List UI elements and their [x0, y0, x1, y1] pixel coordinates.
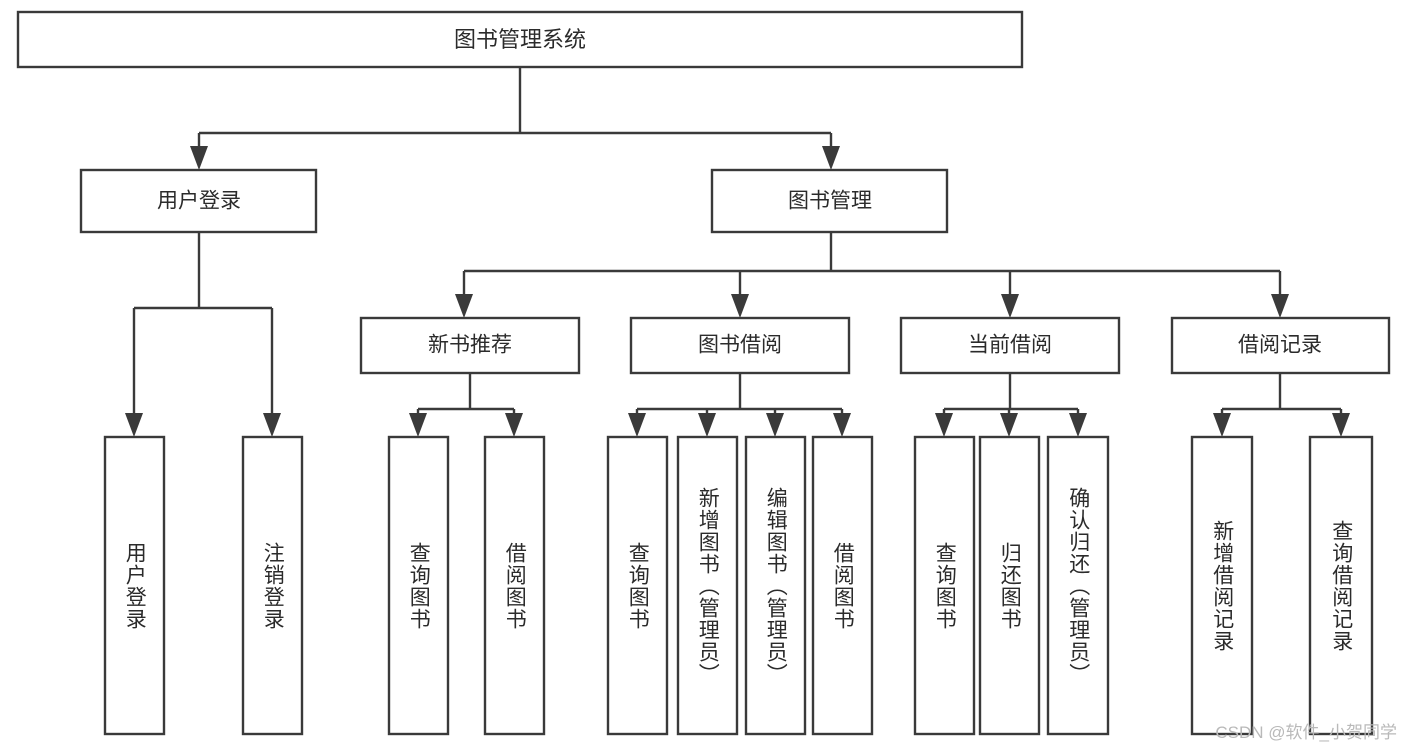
connector-layer — [125, 67, 1350, 437]
leaf-box-add-book-admin[interactable] — [676, 435, 739, 736]
leaf-box-confirm-return-admin[interactable] — [1046, 435, 1110, 736]
leaf-box-layer — [103, 435, 1374, 736]
node-new-book-recommend-label: 新书推荐 — [428, 334, 512, 357]
leaf-box-return-book[interactable] — [978, 435, 1041, 736]
leaf-box-borrow-book[interactable] — [811, 435, 874, 736]
leaf-box-borrow-book-rec[interactable] — [483, 435, 546, 736]
node-borrow-record-box[interactable] — [1170, 316, 1391, 375]
arrow-head-to-user-login — [190, 146, 208, 170]
node-root[interactable]: 图书管理系统 — [16, 10, 1024, 69]
node-new-book-recommend-box[interactable] — [359, 316, 581, 375]
arrow-head-to-new-book — [455, 294, 473, 318]
node-book-management-box[interactable] — [710, 168, 949, 234]
arrow-head-leaf-2 — [263, 413, 281, 437]
node-borrow-record-label: 借阅记录 — [1238, 334, 1322, 357]
node-current-borrow[interactable]: 当前借阅 — [899, 316, 1121, 375]
node-user-login-box[interactable] — [79, 168, 318, 234]
leaf-box-add-borrow-record[interactable] — [1190, 435, 1254, 736]
node-book-borrow-label: 图书借阅 — [698, 334, 782, 357]
watermark-text: CSDN @软件_小贺同学 — [1215, 723, 1397, 742]
node-book-management-label: 图书管理 — [788, 190, 872, 213]
leaf-box-user-login[interactable] — [103, 435, 166, 736]
node-new-book-recommend[interactable]: 新书推荐 — [359, 316, 581, 375]
arrow-head-to-current — [1001, 294, 1019, 318]
arrow-head-leaf-5 — [628, 413, 646, 437]
node-root-label: 图书管理系统 — [454, 27, 586, 52]
node-root-box[interactable] — [16, 10, 1024, 69]
node-book-management[interactable]: 图书管理 — [710, 168, 949, 234]
node-book-borrow[interactable]: 图书借阅 — [629, 316, 851, 375]
node-book-borrow-box[interactable] — [629, 316, 851, 375]
arrow-head-leaf-6 — [698, 413, 716, 437]
node-user-login[interactable]: 用户登录 — [79, 168, 318, 234]
arrow-head-leaf-4 — [505, 413, 523, 437]
arrow-head-leaf-7 — [766, 413, 784, 437]
node-current-borrow-label: 当前借阅 — [968, 334, 1052, 357]
arrow-head-to-borrow — [731, 294, 749, 318]
arrow-head-leaf-9 — [935, 413, 953, 437]
leaf-box-query-book-borrow[interactable] — [606, 435, 669, 736]
arrow-head-leaf-12 — [1213, 413, 1231, 437]
arrow-head-leaf-8 — [833, 413, 851, 437]
arrow-head-leaf-13 — [1332, 413, 1350, 437]
leaf-box-query-book-rec[interactable] — [387, 435, 450, 736]
arrow-head-to-book-mgmt — [822, 146, 840, 170]
arrow-head-leaf-3 — [409, 413, 427, 437]
arrow-head-leaf-10 — [1000, 413, 1018, 437]
leaf-box-logout[interactable] — [241, 435, 304, 736]
leaf-box-query-book-current[interactable] — [913, 435, 976, 736]
node-user-login-label: 用户登录 — [157, 190, 241, 213]
leaf-box-edit-book-admin[interactable] — [744, 435, 807, 736]
arrow-head-leaf-1 — [125, 413, 143, 437]
node-current-borrow-box[interactable] — [899, 316, 1121, 375]
node-borrow-record[interactable]: 借阅记录 — [1170, 316, 1391, 375]
arrow-head-leaf-11 — [1069, 413, 1087, 437]
leaf-box-query-borrow-record[interactable] — [1308, 435, 1374, 736]
arrow-head-to-record — [1271, 294, 1289, 318]
